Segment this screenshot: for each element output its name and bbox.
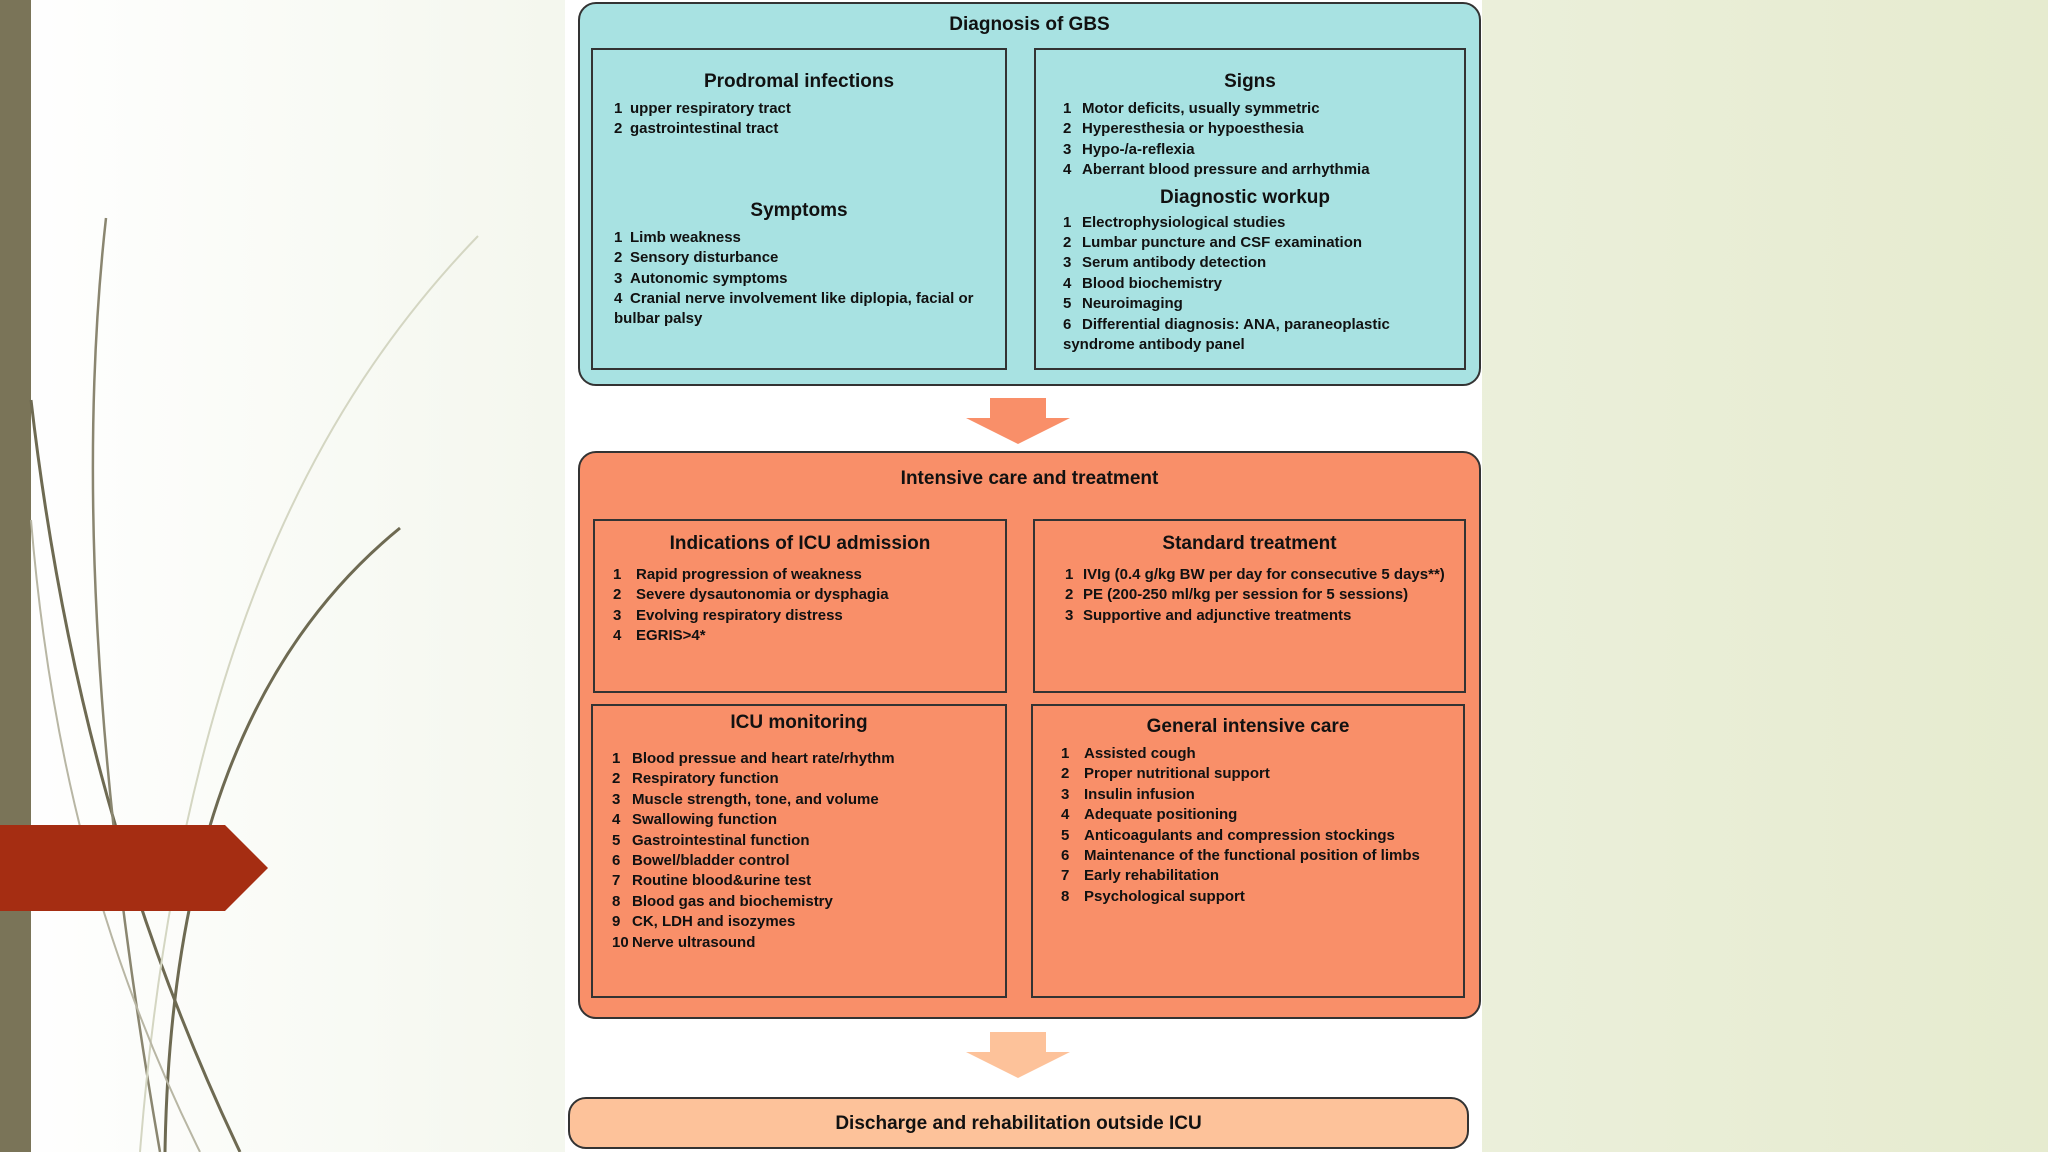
diagnosis-title: Diagnosis of GBS — [949, 14, 1110, 35]
icu-admission-title: Indications of ICU admission — [669, 533, 931, 554]
down-arrow-icon — [966, 398, 1070, 444]
signs-title: Signs — [1224, 71, 1276, 92]
slide-accent-arrow — [0, 825, 268, 911]
down-arrow-icon — [966, 1032, 1070, 1078]
prodromal-title: Prodromal infections — [703, 71, 895, 92]
discharge-title: Discharge and rehabilitation outside ICU — [835, 1113, 1202, 1134]
treatment-box: Intensive care and treatment Indications… — [578, 451, 1481, 1019]
icu-monitoring-title: ICU monitoring — [730, 712, 868, 733]
slide-left-bar — [0, 0, 31, 1152]
decorative-grass-lines — [29, 217, 479, 1152]
workup-title: Diagnostic workup — [1160, 186, 1330, 208]
discharge-box: Discharge and rehabilitation outside ICU — [568, 1097, 1469, 1149]
general-intensive-care-title: General intensive care — [1146, 716, 1350, 737]
symptoms-title: Symptoms — [750, 199, 848, 221]
standard-treatment-title: Standard treatment — [1162, 533, 1337, 554]
treatment-title: Intensive care and treatment — [900, 468, 1159, 489]
